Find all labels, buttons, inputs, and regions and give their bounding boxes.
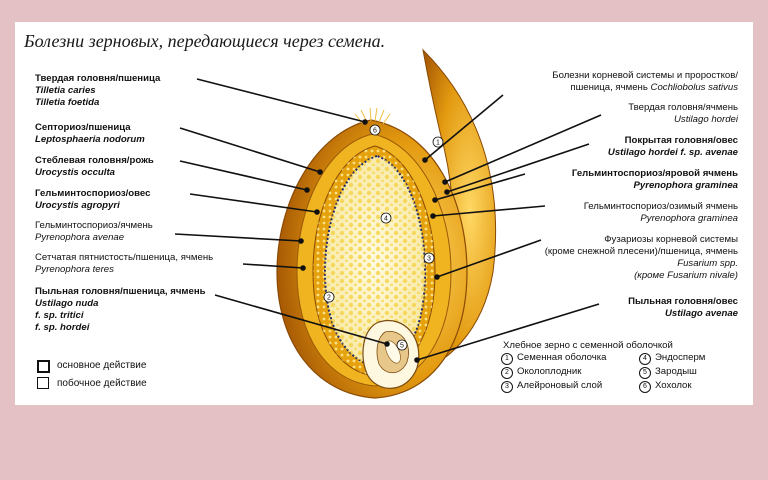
disease-name: Фузариозы корневой системы: [604, 234, 738, 245]
pathogen-name: Pyrenophora graminea: [633, 180, 739, 191]
diagram-title: Болезни зерновых, передающиеся через сем…: [24, 31, 386, 51]
disease-name: Гельминтоспориоз/озимый ячмень: [583, 201, 738, 212]
disease-name-cont: (кроме снежной плесени)/пшеница, ячмень: [544, 246, 738, 257]
pathogen-name: f. sp. tritici: [35, 310, 84, 321]
key-title: Хлебное зерно с семенной оболочкой: [503, 340, 673, 351]
disease-name: Гельминтоспориоз/овес: [35, 188, 151, 199]
key-label: Околоплодник: [517, 366, 582, 377]
key-label: Зародыш: [655, 366, 697, 377]
left-label-7: Пыльная головня/пшеница, ячмень Ustilago…: [35, 286, 206, 334]
pathogen-name: Cochliobolus sativus: [650, 82, 738, 93]
svg-text:1: 1: [436, 140, 440, 147]
host-name: пшеница, ячмень: [570, 82, 648, 93]
disease-name: Твердая головня/ячмень: [628, 102, 738, 113]
right-label-1: Болезни корневой системы и проростков/ п…: [552, 70, 738, 94]
pathogen-name: Urocystis agropyri: [35, 200, 120, 211]
right-label-4: Гельминтоспориоз/яровой ячмень Pyrenopho…: [572, 168, 738, 192]
svg-text:4: 4: [384, 216, 388, 223]
svg-text:2: 2: [327, 295, 331, 302]
left-label-3: Стеблевая головня/рожь Urocystis occulta: [35, 155, 154, 179]
key-label: Семенная оболочка: [517, 352, 607, 363]
pathogen-name: Tilletia foetida: [35, 97, 100, 108]
left-label-5: Гельминтоспориоз/ячмень Pyrenophora aven…: [35, 220, 153, 244]
key-label: Эндосперм: [655, 352, 706, 363]
key-number: 2: [501, 367, 513, 379]
legend-primary-label: основное действие: [57, 360, 147, 371]
key-label: Хохолок: [655, 380, 692, 391]
right-label-6: Фузариозы корневой системы (кроме снежно…: [545, 234, 738, 282]
pathogen-name: Tilletia caries: [35, 85, 96, 96]
svg-text:6: 6: [373, 128, 377, 135]
disease-name-cont: пшеница, ячмень Cochliobolus sativus: [552, 82, 738, 94]
key-number: 4: [639, 353, 651, 365]
pathogen-name: Ustilago hordei: [674, 114, 738, 125]
key-label: Алейроновый слой: [517, 380, 603, 391]
legend-primary-box: [37, 360, 50, 373]
right-label-5: Гельминтоспориоз/озимый ячмень Pyrenopho…: [584, 201, 738, 225]
svg-text:3: 3: [427, 256, 431, 263]
disease-name: Пыльная головня/овес: [628, 296, 738, 307]
disease-name: Болезни корневой системы и проростков/: [552, 70, 738, 81]
pathogen-name: Ustilago avenae: [664, 308, 738, 319]
right-label-7: Пыльная головня/овес Ustilago avenae: [628, 296, 738, 320]
disease-name: Стеблевая головня/рожь: [35, 155, 154, 166]
left-label-1: Твердая головня/пшеница Tilletia caries …: [35, 73, 160, 109]
svg-text:5: 5: [400, 343, 404, 350]
pathogen-name: Leptosphaeria nodorum: [35, 134, 145, 145]
pathogen-name: Pyrenophora avenae: [35, 232, 125, 243]
disease-name: Гельминтоспориоз/яровой ячмень: [571, 168, 738, 179]
grain-illustration: 6 1 4 3 2 5: [174, 48, 602, 399]
left-label-4: Гельминтоспориоз/овес Urocystis agropyri: [35, 188, 150, 212]
disease-name: Гельминтоспориоз/ячмень: [35, 220, 153, 231]
disease-name: Пыльная головня/пшеница, ячмень: [35, 286, 206, 297]
left-label-2: Септориоз/пшеница Leptosphaeria nodorum: [35, 122, 145, 146]
right-label-2: Твердая головня/ячмень Ustilago hordei: [628, 102, 738, 126]
pathogen-name: Pyrenophora graminea: [640, 213, 738, 224]
pathogen-name: Pyrenophora teres: [35, 264, 114, 275]
key-number: 1: [501, 353, 513, 365]
disease-name: Сетчатая пятнистость/пшеница, ячмень: [35, 252, 214, 263]
pathogen-name: Ustilago hordei f. sp. avenae: [607, 147, 738, 158]
pathogen-name: (кроме Fusarium nivale): [634, 270, 738, 281]
legend-secondary-box: [37, 377, 49, 389]
right-label-3: Покрытая головня/овес Ustilago hordei f.…: [608, 135, 738, 159]
pathogen-name: Ustilago nuda: [35, 298, 99, 309]
disease-name: Твердая головня/пшеница: [35, 73, 161, 84]
key-number: 5: [639, 367, 651, 379]
disease-name: Покрытая головня/овес: [624, 135, 738, 146]
key-number: 3: [501, 381, 513, 393]
disease-name: Септориоз/пшеница: [35, 122, 131, 133]
pathogen-name: f. sp. hordei: [35, 322, 90, 333]
key-number: 6: [639, 381, 651, 393]
left-label-6: Сетчатая пятнистость/пшеница, ячмень Pyr…: [35, 252, 213, 276]
pathogen-name: Urocystis occulta: [35, 167, 115, 178]
diagram-panel: 6 1 4 3 2 5 Болезни зерновых,: [15, 22, 753, 405]
pathogen-name: Fusarium spp.: [677, 258, 738, 269]
legend-secondary-label: побочное действие: [57, 378, 147, 389]
